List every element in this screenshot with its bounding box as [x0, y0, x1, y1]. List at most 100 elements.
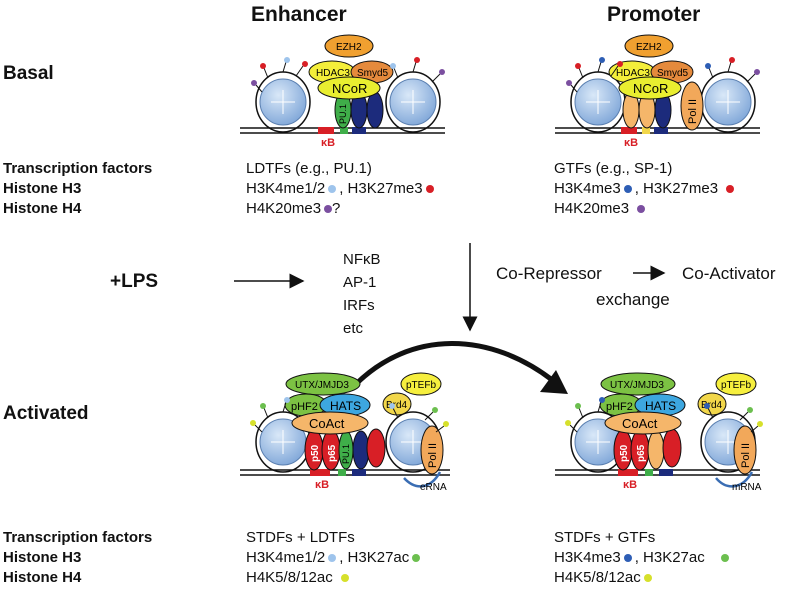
p50-label: p50 — [619, 444, 630, 462]
brd4-label: Brd4 — [701, 400, 723, 411]
basal-enh-tf: LDTFs (e.g., PU.1) — [246, 160, 372, 177]
kb-label: κB — [321, 137, 335, 149]
basal-h4-label: Histone H4 — [3, 200, 82, 217]
act-pro-h4: H4K5/8/12ac — [554, 570, 655, 585]
navy-factor — [366, 91, 384, 129]
phf2-label: pHF2 — [291, 401, 318, 413]
utx-protein — [600, 372, 676, 396]
dot-red-icon — [726, 185, 735, 194]
ptefb-protein — [715, 372, 757, 396]
basal-promoter-group: κB Pol II EZH2 HDAC3 Smyd5 NCoR — [555, 34, 760, 149]
hdac3-label: HDAC3 — [616, 68, 650, 79]
activated-enhancer-group: κB p50 p65 PU.1 Pol II UTX/JMJD3 pHF2 HA… — [240, 372, 450, 493]
coact-label: CoAct — [622, 416, 658, 431]
promoter-header: Promoter — [607, 3, 701, 26]
ezh2-protein — [624, 34, 674, 58]
ezh2-label: EZH2 — [636, 42, 662, 53]
basal-pro-h3: H3K4me3, H3K27me3 — [554, 181, 737, 196]
co-repressor-label: Co-Repressor — [496, 264, 602, 283]
ezh2-label: EZH2 — [336, 42, 362, 53]
pol-ii-protein — [733, 425, 757, 475]
kb-site — [621, 127, 637, 134]
kb-site — [618, 469, 638, 476]
kb-label: κB — [623, 479, 637, 491]
hats-label: HATS — [330, 399, 361, 413]
basal-pro-h4-mark: H4K20me3 — [554, 200, 630, 217]
curved-arrowhead-icon — [540, 370, 568, 394]
phf2-label: pHF2 — [606, 401, 633, 413]
kb-label: κB — [624, 137, 638, 149]
utx-protein — [285, 372, 361, 396]
act-pro-h3: H3K4me3, H3K27ac — [554, 550, 732, 565]
basal-enh-h4-suffix: ? — [332, 200, 341, 217]
p65-label: p65 — [636, 444, 647, 462]
basal-label: Basal — [3, 63, 54, 84]
dot-purple-icon — [324, 205, 333, 214]
enhancer-header: Enhancer — [251, 3, 347, 26]
exchange-label: exchange — [596, 290, 670, 309]
ptefb-label: pTEFb — [406, 380, 436, 391]
basal-enh-h4: H4K20me3? — [246, 201, 340, 216]
act-pro-h3-mark1: H3K4me3 — [554, 549, 621, 566]
act-tf-label: Transcription factors — [3, 529, 153, 546]
coact-label: CoAct — [309, 416, 345, 431]
pol-ii-label: Pol II — [687, 99, 699, 124]
pol-ii-protein — [680, 81, 704, 131]
pol-ii-protein — [420, 425, 444, 475]
dot-light-blue-icon — [328, 554, 337, 563]
factor-irfs: IRFs — [343, 297, 375, 314]
hats-label: HATS — [645, 399, 676, 413]
basal-tf-label: Transcription factors — [3, 160, 153, 177]
dot-green-icon — [412, 554, 421, 563]
pu1-label: PU.1 — [338, 104, 348, 124]
basal-enh-h3-mark2: , H3K27me3 — [339, 180, 423, 197]
act-enh-h3-mark2: , H3K27ac — [339, 549, 410, 566]
curved-arrow — [353, 341, 558, 387]
coact-protein — [604, 411, 682, 435]
hdac3-label: HDAC3 — [316, 68, 350, 79]
basal-enh-h3: H3K4me1/2, H3K27me3 — [246, 181, 437, 196]
act-enh-h3: H3K4me1/2 , H3K27ac — [246, 550, 423, 565]
factor-ap1: AP-1 — [343, 274, 377, 291]
orange-factor — [647, 430, 665, 470]
dot-blue-icon — [623, 185, 632, 194]
ncor-label: NCoR — [332, 81, 367, 96]
act-enh-h4-mark: H4K5/8/12ac — [246, 569, 333, 586]
activated-promoter-group: κB p50 p65 Pol II UTX/JMJD3 pHF2 HATS Co… — [555, 372, 763, 493]
act-enh-h3-mark1: H3K4me1/2 — [246, 549, 326, 566]
act-pro-h4-mark: H4K5/8/12ac — [554, 569, 641, 586]
kb-site — [310, 469, 330, 476]
basal-enh-h4-mark: H4K20me3 — [246, 200, 322, 217]
kb-site — [318, 127, 334, 134]
basal-pro-tf: GTFs (e.g., SP-1) — [554, 160, 673, 177]
dot-blue-icon — [623, 554, 632, 563]
erna-label: eRNA — [420, 482, 447, 493]
dot-red-icon — [425, 185, 434, 194]
mrna-strand — [715, 471, 754, 488]
kb-label: κB — [315, 479, 329, 491]
act-h4-label: Histone H4 — [3, 569, 82, 586]
ptefb-label: pTEFb — [721, 380, 751, 391]
pol-ii-label: Pol II — [740, 443, 752, 468]
utx-label: UTX/JMJD3 — [295, 380, 349, 391]
dot-yellow-icon — [340, 574, 349, 583]
smyd5-label: Smyd5 — [657, 68, 689, 79]
co-activator-label: Co-Activator — [682, 264, 776, 283]
mrna-label: mRNA — [732, 482, 762, 493]
basal-pro-h4: H4K20me3 — [554, 201, 648, 216]
dot-green-icon — [720, 554, 729, 563]
ncor-protein — [317, 76, 381, 100]
basal-enhancer-group: κB PU.1 EZH2 HDAC3 Smyd5 NCoR — [240, 34, 445, 149]
basal-h3-label: Histone H3 — [3, 180, 82, 197]
dot-light-blue-icon — [328, 185, 337, 194]
lps-label: +LPS — [110, 271, 159, 292]
pu1-label: PU.1 — [341, 444, 351, 464]
act-h3-label: Histone H3 — [3, 549, 82, 566]
p50-label: p50 — [310, 444, 321, 462]
act-enh-tf: STDFs + LDTFs — [246, 529, 355, 546]
red-factor — [662, 428, 682, 468]
activated-label: Activated — [3, 403, 89, 424]
act-enh-h4: H4K5/8/12ac — [246, 570, 352, 585]
ncor-label: NCoR — [633, 81, 668, 96]
